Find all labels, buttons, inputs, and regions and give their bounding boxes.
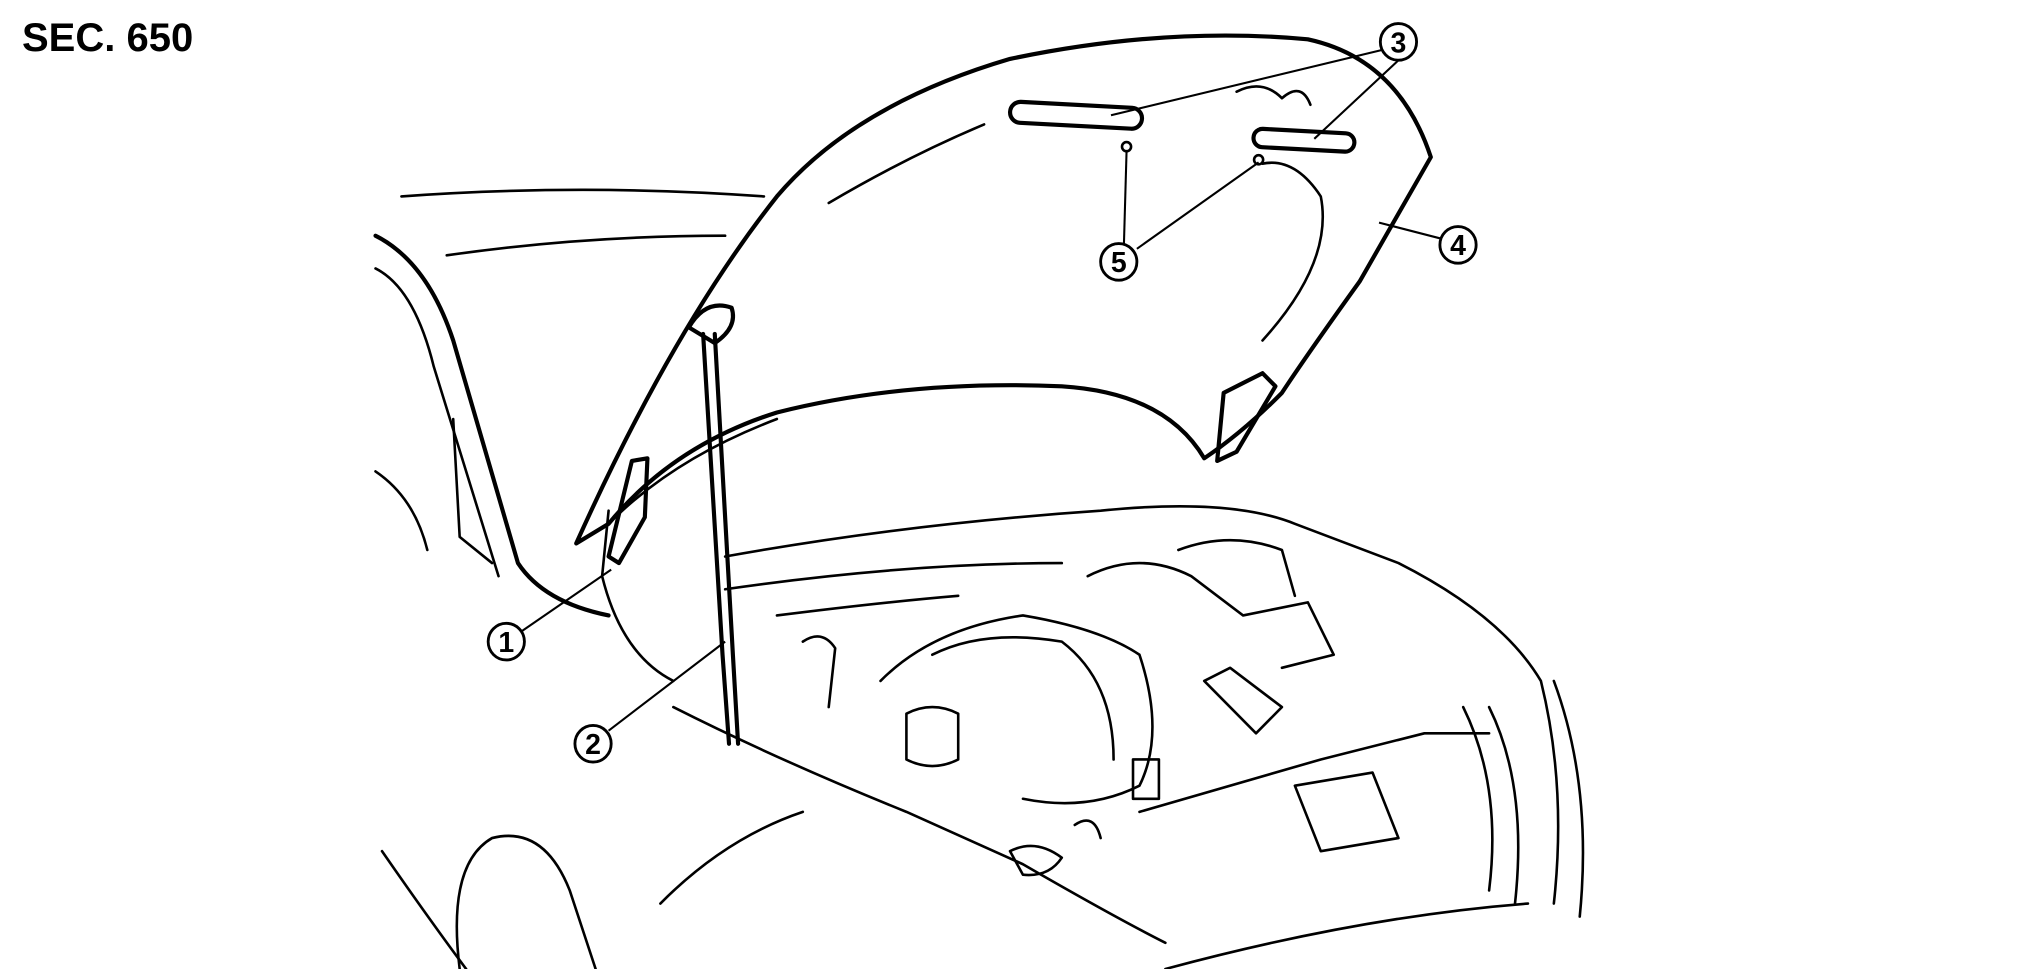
svg-text:3: 3 <box>1391 27 1407 59</box>
hood-stay <box>606 303 1278 746</box>
callout-5: 5 <box>1099 242 1139 282</box>
svg-text:4: 4 <box>1450 230 1466 262</box>
callout-4: 4 <box>1438 225 1478 265</box>
svg-text:2: 2 <box>585 729 601 761</box>
section-label: SEC. 650 <box>22 16 194 60</box>
svg-text:5: 5 <box>1111 247 1127 279</box>
callout-1: 1 <box>486 621 526 662</box>
callout-3: 3 <box>1378 22 1419 62</box>
hood <box>574 33 1433 683</box>
callout-2: 2 <box>573 724 613 764</box>
engine-bay <box>659 505 1585 969</box>
svg-text:1: 1 <box>498 627 514 659</box>
leader-lines <box>521 48 1441 732</box>
car-body-left <box>373 188 766 969</box>
